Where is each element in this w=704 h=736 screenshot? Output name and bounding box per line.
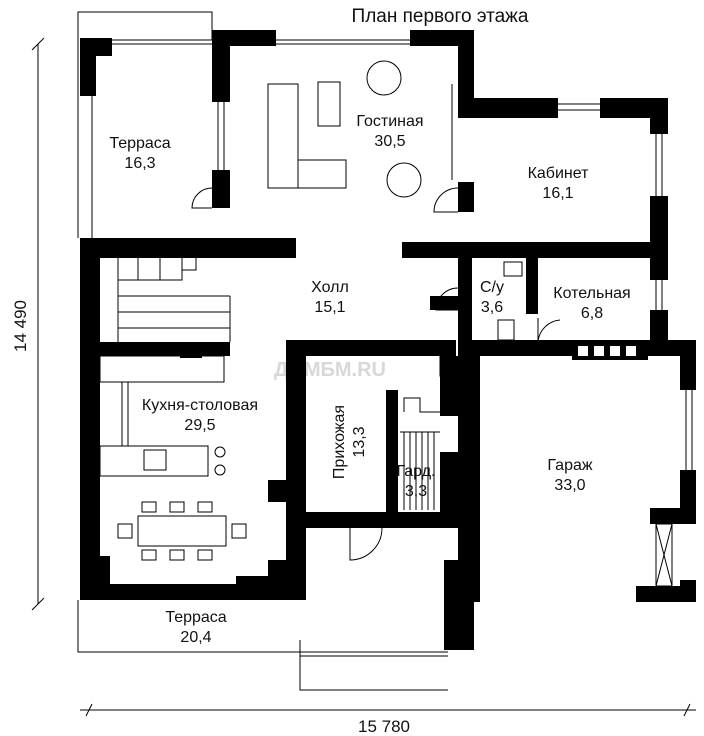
hall-area: 15,1 (314, 299, 345, 316)
wardrobe-name: Гард. (397, 463, 436, 480)
kitchen-area: 29,5 (184, 417, 215, 434)
kitchen-furniture (99, 355, 247, 561)
stairs (117, 258, 231, 342)
hall-name: Холл (311, 279, 349, 296)
kitchen-name: Кухня-столовая (142, 397, 258, 414)
terrace-top-area: 16,3 (124, 155, 155, 172)
living-furniture (267, 60, 422, 198)
living-area: 30,5 (374, 133, 405, 150)
boiler-area: 6,8 (581, 305, 603, 322)
wardrobe-area: 3,3 (405, 483, 427, 500)
terrace-outlines (77, 11, 448, 691)
living-name: Гостиная (356, 113, 423, 130)
terrace-bottom-area: 20,4 (180, 629, 211, 646)
dimension-lines (31, 37, 696, 717)
entrance-area: 13,3 (351, 426, 368, 457)
terrace-top-name: Терраса (109, 135, 170, 152)
terrace-bottom-name: Терраса (165, 609, 226, 626)
office-name: Кабинет (528, 165, 590, 182)
room-labels: Терраса 16,3 Гостиная 30,5 Кабинет 16,1 … (109, 113, 630, 646)
boiler-name: Котельная (553, 285, 630, 302)
plan-title: План первого этажа (352, 6, 529, 27)
height-dimension: 14 490 (11, 300, 30, 352)
wc-name: С/у (480, 279, 504, 296)
wc-area: 3,6 (481, 299, 503, 316)
width-dimension: 15 780 (358, 717, 410, 736)
office-area: 16,1 (542, 185, 573, 202)
windows (83, 39, 693, 595)
garage-area: 33,0 (554, 477, 585, 494)
wardrobe-shelves (400, 397, 440, 510)
doors (191, 187, 561, 561)
entrance-name: Прихожая (331, 405, 348, 479)
garage-name: Гараж (547, 457, 592, 474)
walls (80, 30, 696, 650)
fixtures (180, 261, 648, 360)
